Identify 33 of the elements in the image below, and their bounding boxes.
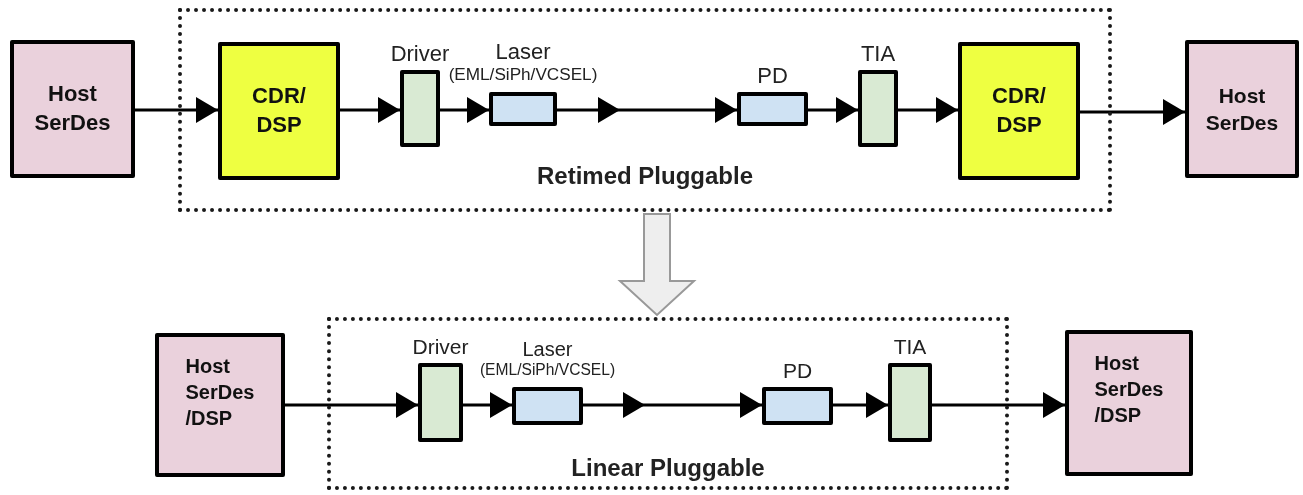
dotted-boundary — [327, 317, 1009, 490]
arrow — [557, 97, 737, 123]
component-label: Driver — [412, 334, 469, 359]
arrow — [833, 392, 888, 418]
process-box: Host SerDes — [10, 40, 135, 178]
arrow — [898, 97, 958, 123]
arrow — [617, 213, 697, 317]
process-box: CDR/ DSP — [958, 42, 1080, 180]
dotted-boundary — [178, 8, 1112, 212]
component-label: Driver — [390, 40, 450, 66]
component-label: PD — [757, 62, 788, 88]
component-label: PD — [782, 358, 813, 383]
component-note: (EML/SiPh/VCSEL) — [479, 361, 616, 380]
group-title: Retimed Pluggable — [535, 162, 754, 190]
process-box: Host SerDes /DSP — [155, 333, 285, 477]
arrow — [583, 392, 762, 418]
component-note: (EML/SiPh/VCSEL) — [448, 64, 598, 85]
arrow — [285, 392, 418, 418]
arrow — [932, 392, 1065, 418]
arrow — [440, 97, 489, 123]
component-label: Laser — [522, 338, 573, 362]
arrow — [340, 97, 400, 123]
process-box: Host SerDes — [1185, 40, 1299, 178]
component-label: Laser — [495, 39, 551, 65]
arrow — [463, 392, 512, 418]
component-label: TIA — [860, 40, 896, 66]
arrow — [1080, 99, 1185, 125]
process-box: Host SerDes /DSP — [1065, 330, 1193, 476]
component-label: TIA — [893, 334, 927, 359]
arrow — [808, 97, 858, 123]
group-title: Linear Pluggable — [570, 454, 766, 482]
process-box: CDR/ DSP — [218, 42, 340, 180]
arrow — [135, 97, 218, 123]
